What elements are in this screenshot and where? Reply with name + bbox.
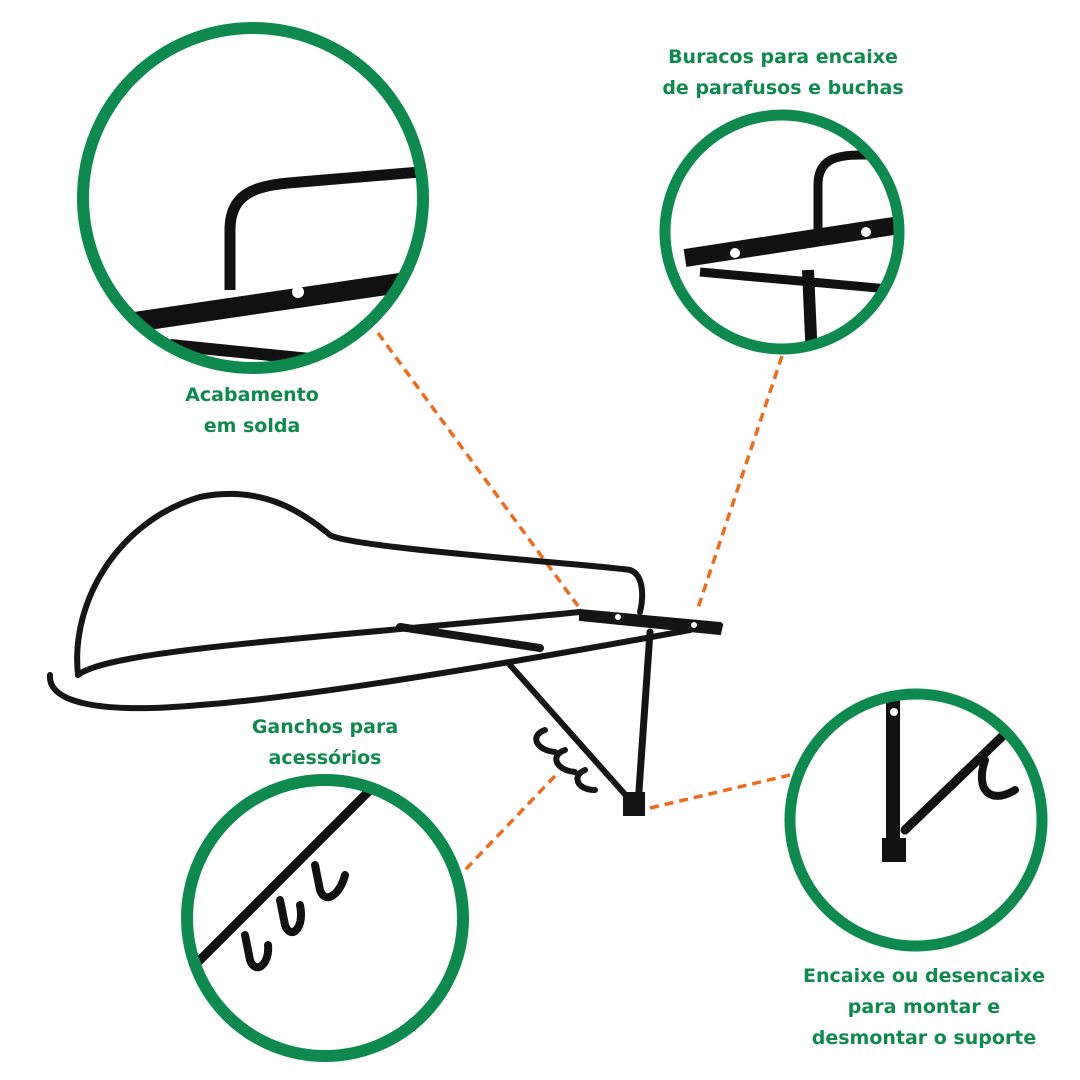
circle-frame: [77, 22, 429, 374]
callout-line: em solda: [203, 415, 301, 437]
callout-label-holes: Buracos para encaixe de parafusos e buch…: [662, 42, 903, 104]
leader-line-hooks: [463, 774, 557, 872]
callout-line: Encaixe ou desencaixe: [803, 965, 1045, 987]
detail-circle-hooks: [181, 774, 469, 1062]
callout-line: para montar e: [847, 996, 1001, 1018]
callout-line: Acabamento: [185, 384, 319, 406]
circle-frame: [181, 774, 469, 1062]
leader-line-welding: [376, 331, 580, 608]
callout-label-welding: Acabamento em solda: [185, 380, 319, 442]
callout-label-hooks: Ganchos para acessórios: [252, 712, 398, 774]
leader-line-holes: [696, 355, 784, 609]
detail-circle-welding: [77, 22, 429, 374]
callout-line: de parafusos e buchas: [662, 77, 904, 99]
callout-label-fitting: Encaixe ou desencaixe para montar e desm…: [803, 961, 1045, 1054]
detail-circle-holes: [659, 109, 905, 355]
callout-line: Ganchos para: [251, 716, 399, 738]
saddle-rack: [46, 490, 724, 816]
leader-line-fitting: [649, 773, 791, 810]
circle-frame: [659, 109, 905, 355]
callout-line: acessórios: [268, 747, 382, 769]
callout-line: Buracos para encaixe: [668, 46, 898, 68]
circle-frame: [784, 688, 1048, 952]
leader-lines: [376, 331, 791, 872]
detail-circle-fitting: [784, 688, 1048, 952]
callout-line: desmontar o suporte: [811, 1027, 1037, 1049]
